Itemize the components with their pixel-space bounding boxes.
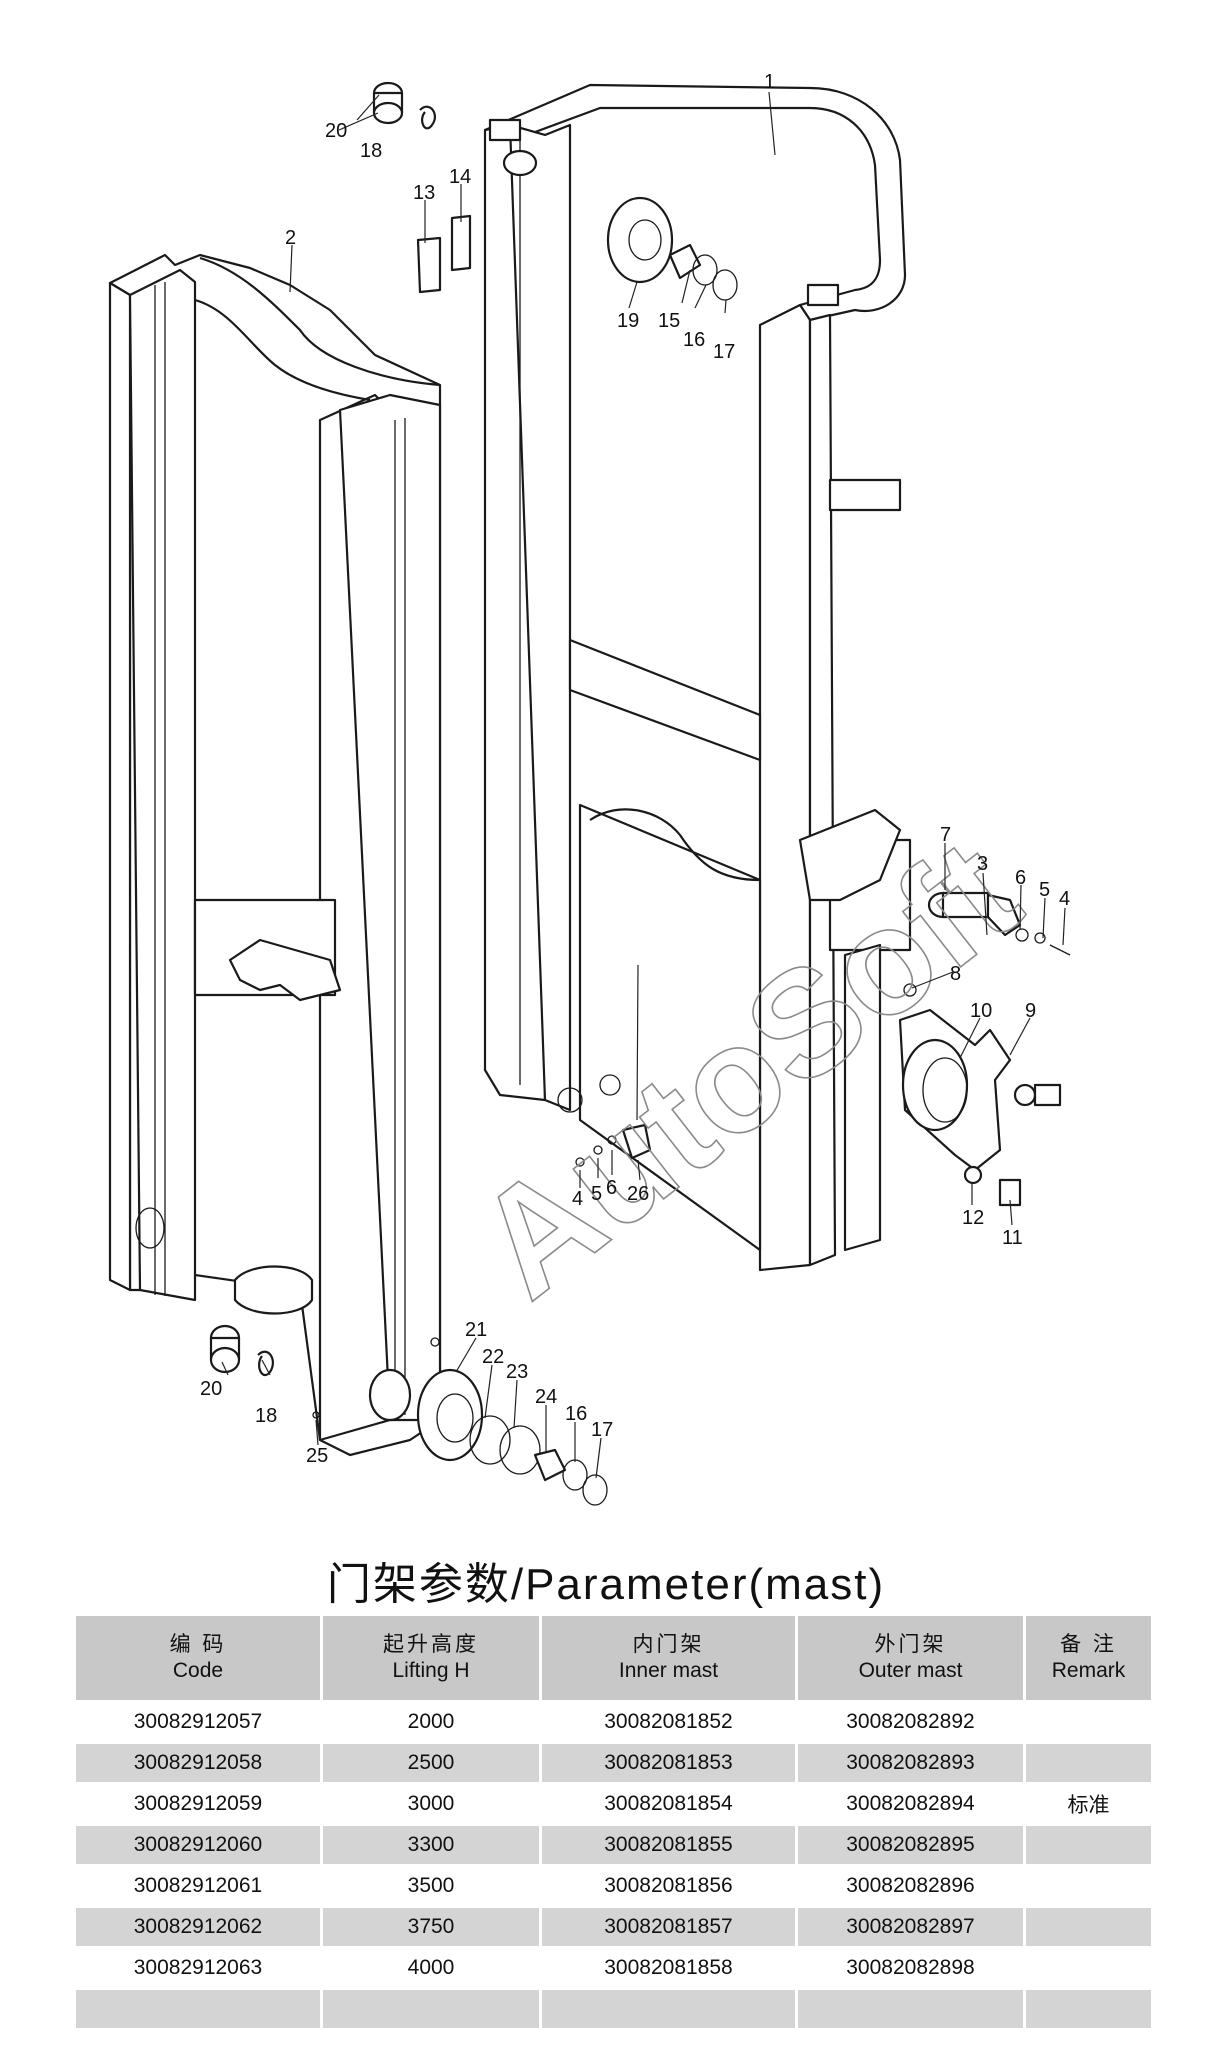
- cell-code: 30082912060: [73, 1823, 323, 1867]
- callout-22: 22: [482, 1346, 504, 1368]
- callout-13: 13: [413, 182, 435, 204]
- callout-18-lower: 18: [255, 1405, 277, 1427]
- cell-inner-mast: 30082081858: [539, 1946, 798, 1990]
- cell-inner-mast: 30082081853: [539, 1741, 798, 1785]
- callout-4-lower: 4: [572, 1188, 583, 1210]
- cell-lifting-height: 2500: [320, 1741, 542, 1785]
- callout-11: 11: [1002, 1227, 1023, 1249]
- cell-lifting-height: 2000: [320, 1700, 542, 1744]
- callout-25: 25: [306, 1445, 328, 1467]
- cell-remark: [1023, 1700, 1154, 1744]
- cell-code: [73, 1987, 323, 2031]
- cell-lifting-height: 3300: [320, 1823, 542, 1867]
- callout-20: 20: [325, 120, 347, 142]
- small-parts: [209, 81, 1071, 1506]
- cell-remark: [1023, 1905, 1154, 1949]
- callout-4: 4: [1059, 888, 1070, 910]
- cell-remark: [1023, 1823, 1154, 1867]
- cell-outer-mast: 30082082893: [795, 1741, 1026, 1785]
- callout-3: 3: [977, 853, 988, 875]
- cell-code: 30082912058: [73, 1741, 323, 1785]
- callout-19: 19: [617, 310, 639, 332]
- cell-remark: [1023, 1946, 1154, 1990]
- cell-code: 30082912062: [73, 1905, 323, 1949]
- cell-lifting-height: [320, 1987, 542, 2031]
- mast-exploded-diagram: AutoSoft: [108, 71, 1071, 1506]
- table-title: 门架参数/Parameter(mast): [326, 1560, 886, 1609]
- cell-outer-mast: 30082082895: [795, 1823, 1026, 1867]
- cell-inner-mast: 30082081856: [539, 1864, 798, 1908]
- table-row: 30082912063 4000 30082081858 30082082898: [73, 1946, 1154, 1990]
- table-row: 30082912059 3000 30082081854 30082082894…: [73, 1782, 1154, 1826]
- callout-17: 17: [713, 341, 735, 363]
- cell-lifting-height: 3500: [320, 1864, 542, 1908]
- callout-16-lower: 16: [565, 1403, 587, 1425]
- leader-lines: [221, 91, 1066, 1479]
- cell-code: 30082912061: [73, 1864, 323, 1908]
- callout-6-lower: 6: [606, 1177, 617, 1199]
- cell-lifting-height: 3750: [320, 1905, 542, 1949]
- callout-23: 23: [506, 1361, 528, 1383]
- table-row: 30082912057 2000 30082081852 30082082892: [73, 1700, 1154, 1744]
- callout-9: 9: [1025, 1000, 1036, 1022]
- cell-outer-mast: 30082082896: [795, 1864, 1026, 1908]
- cell-remark: [1023, 1987, 1154, 2031]
- cell-inner-mast: 30082081855: [539, 1823, 798, 1867]
- callout-16: 16: [683, 329, 705, 351]
- table-row: [73, 1987, 1154, 2031]
- table-row: 30082912060 3300 30082081855 30082082895: [73, 1823, 1154, 1867]
- callout-7: 7: [940, 824, 951, 846]
- callout-12: 12: [962, 1207, 984, 1229]
- callout-26: 26: [627, 1183, 649, 1205]
- cell-lifting-height: 3000: [320, 1782, 542, 1826]
- cell-outer-mast: 30082082897: [795, 1905, 1026, 1949]
- callout-21: 21: [465, 1319, 487, 1341]
- cell-outer-mast: 30082082898: [795, 1946, 1026, 1990]
- callout-24: 24: [535, 1386, 557, 1408]
- cell-remark: 标准: [1023, 1782, 1154, 1826]
- cell-inner-mast: 30082081854: [539, 1782, 798, 1826]
- cell-inner-mast: 30082081857: [539, 1905, 798, 1949]
- table-row: 30082912058 2500 30082081853 30082082893: [73, 1741, 1154, 1785]
- cell-outer-mast: [795, 1987, 1026, 2031]
- cell-code: 30082912059: [73, 1782, 323, 1826]
- callout-17-lower: 17: [591, 1419, 613, 1441]
- inner-mast-part-2: [108, 253, 442, 1457]
- callout-2: 2: [285, 227, 296, 249]
- callout-10: 10: [970, 1000, 992, 1022]
- cell-lifting-height: 4000: [320, 1946, 542, 1990]
- callout-5: 5: [1039, 879, 1050, 901]
- table-row: 30082912062 3750 30082081857 30082082897: [73, 1905, 1154, 1949]
- cell-remark: [1023, 1741, 1154, 1785]
- callout-15: 15: [658, 310, 680, 332]
- callout-18: 18: [360, 140, 382, 162]
- callout-6: 6: [1015, 867, 1026, 889]
- cell-inner-mast: [539, 1987, 798, 2031]
- callout-5-lower: 5: [591, 1183, 602, 1205]
- cell-code: 30082912057: [73, 1700, 323, 1744]
- callout-14: 14: [449, 166, 471, 188]
- table-row: 30082912061 3500 30082081856 30082082896: [73, 1864, 1154, 1908]
- callout-8: 8: [950, 963, 961, 985]
- cell-inner-mast: 30082081852: [539, 1700, 798, 1744]
- callout-1: 1: [764, 71, 775, 93]
- cell-code: 30082912063: [73, 1946, 323, 1990]
- cell-outer-mast: 30082082892: [795, 1700, 1026, 1744]
- cell-outer-mast: 30082082894: [795, 1782, 1026, 1826]
- cell-remark: [1023, 1864, 1154, 1908]
- callout-20-lower: 20: [200, 1378, 222, 1400]
